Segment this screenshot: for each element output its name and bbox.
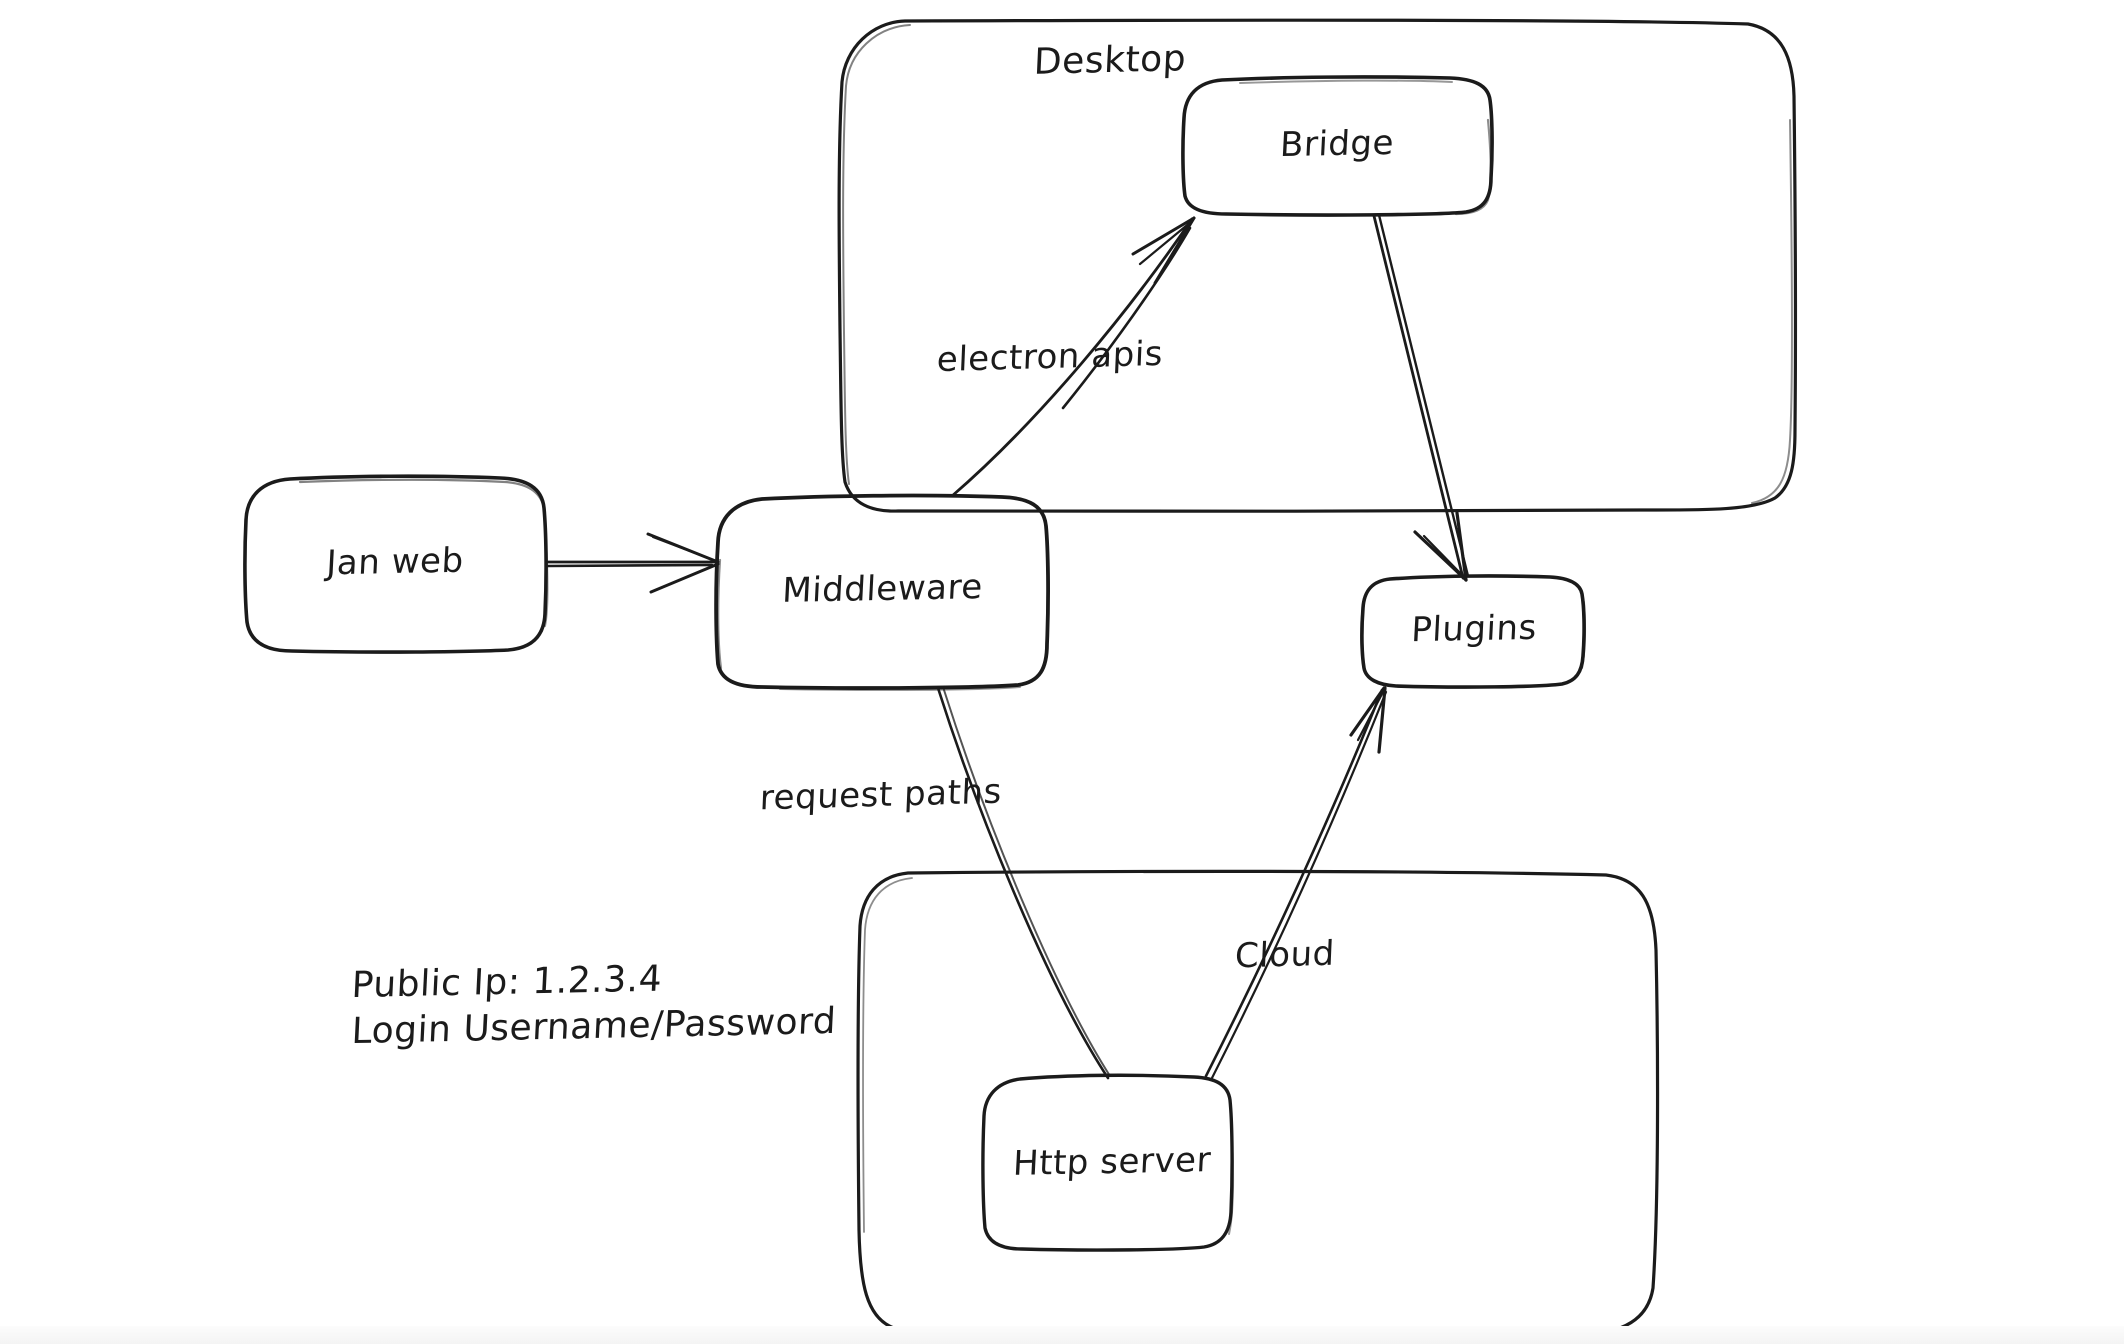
node-jan-web-shape[interactable] [243,474,549,654]
bottom-gray-band [0,1326,2124,1344]
group-desktop [837,18,1798,514]
edge-middleware-to-http [936,686,1111,1080]
edge-label-electron-apis: electron apis [936,333,1164,381]
edge-label-request-paths: request paths [759,771,1003,819]
group-label-desktop: Desktop [1032,38,1188,83]
node-label-http-server[interactable]: Http server [1012,1140,1213,1184]
node-label-jan-web[interactable]: Jan web [325,540,465,584]
note-public-ip: Public Ip: 1.2.3.4 [350,958,664,1007]
node-label-plugins[interactable]: Plugins [1410,607,1538,651]
node-middleware-shape[interactable] [714,493,1050,692]
edge-label-cloud: Cloud [1234,933,1336,977]
node-label-bridge[interactable]: Bridge [1279,122,1396,166]
node-plugins-shape[interactable] [1360,574,1587,689]
node-http-server-shape[interactable] [981,1073,1234,1252]
edge-janweb-to-middleware [546,532,720,594]
edge-middleware-to-bridge [950,216,1196,498]
node-label-middleware[interactable]: Middleware [781,567,984,611]
notes-block: Public Ip: 1.2.3.4 Login Username/Passwo… [351,959,837,1052]
edge-http-to-plugins [1204,686,1388,1080]
edge-bridge-to-plugins [1372,213,1470,582]
node-bridge-shape[interactable] [1181,75,1494,217]
